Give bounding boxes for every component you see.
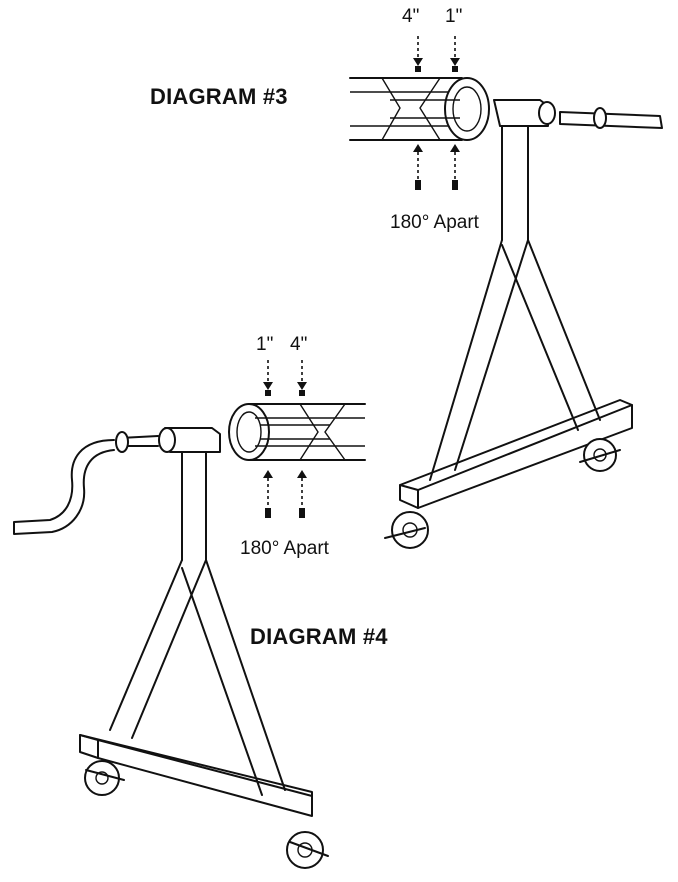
- diagram-3-top-arrows: [413, 36, 460, 72]
- diagram-3-roller-tube: [349, 77, 490, 141]
- diagram-3-note: 180° Apart: [390, 212, 479, 233]
- diagram-4-title: DIAGRAM #4: [250, 624, 388, 649]
- diagram-4-stand: [13, 427, 329, 869]
- diagram-4-bottom-arrows: [263, 470, 307, 518]
- diagram-3-stand: [384, 99, 663, 549]
- diagram-4-dim-right: 4": [290, 334, 308, 355]
- diagram-3-dim-left: 4": [402, 6, 420, 27]
- diagram-4-top-arrows: [263, 360, 307, 396]
- diagram-3-dim-right: 1": [445, 6, 463, 27]
- diagram-3-title: DIAGRAM #3: [150, 84, 288, 109]
- diagram-3-bottom-arrows: [413, 144, 460, 190]
- diagram-4-note: 180° Apart: [240, 538, 329, 559]
- diagram-4-roller-tube: [228, 403, 366, 461]
- diagram-4-dim-left: 1": [256, 334, 274, 355]
